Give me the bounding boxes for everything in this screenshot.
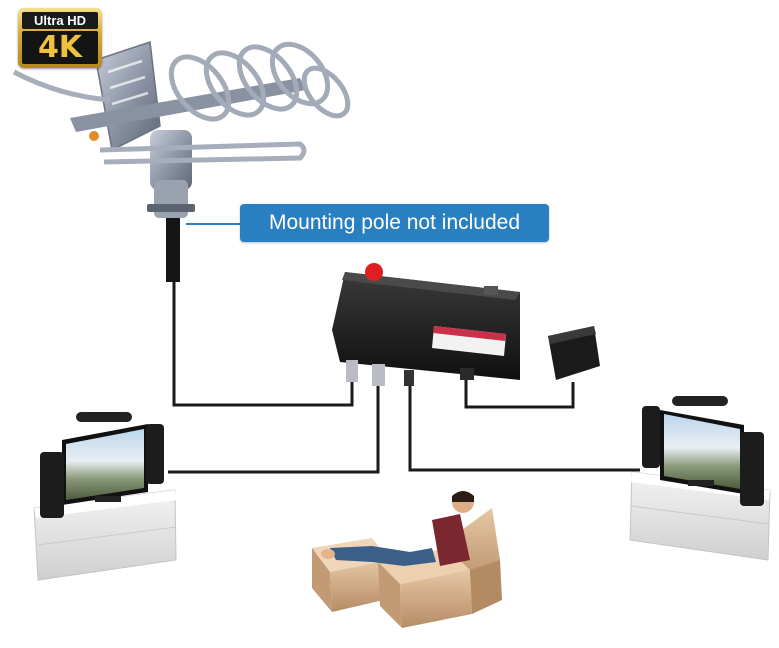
badge-top-text: Ultra HD bbox=[22, 12, 98, 29]
viewer-on-sofa bbox=[312, 491, 502, 628]
antenna-cable bbox=[172, 282, 354, 407]
left-tv-setup bbox=[33, 412, 177, 581]
mounting-pole bbox=[166, 210, 180, 282]
power-adapter bbox=[548, 326, 600, 380]
right-tv-setup bbox=[629, 396, 771, 561]
power-button bbox=[365, 263, 383, 281]
badge-main-text: 4K bbox=[22, 31, 98, 64]
mounting-pole-callout: Mounting pole not included bbox=[240, 204, 549, 242]
power-cable bbox=[464, 378, 575, 409]
antenna bbox=[12, 40, 351, 282]
coax-cables bbox=[168, 282, 640, 474]
tv-left-cable bbox=[168, 380, 380, 474]
ultra-hd-4k-badge: Ultra HD 4K bbox=[18, 8, 102, 68]
tv-right-cable bbox=[408, 385, 640, 472]
signal-amplifier bbox=[332, 263, 520, 386]
